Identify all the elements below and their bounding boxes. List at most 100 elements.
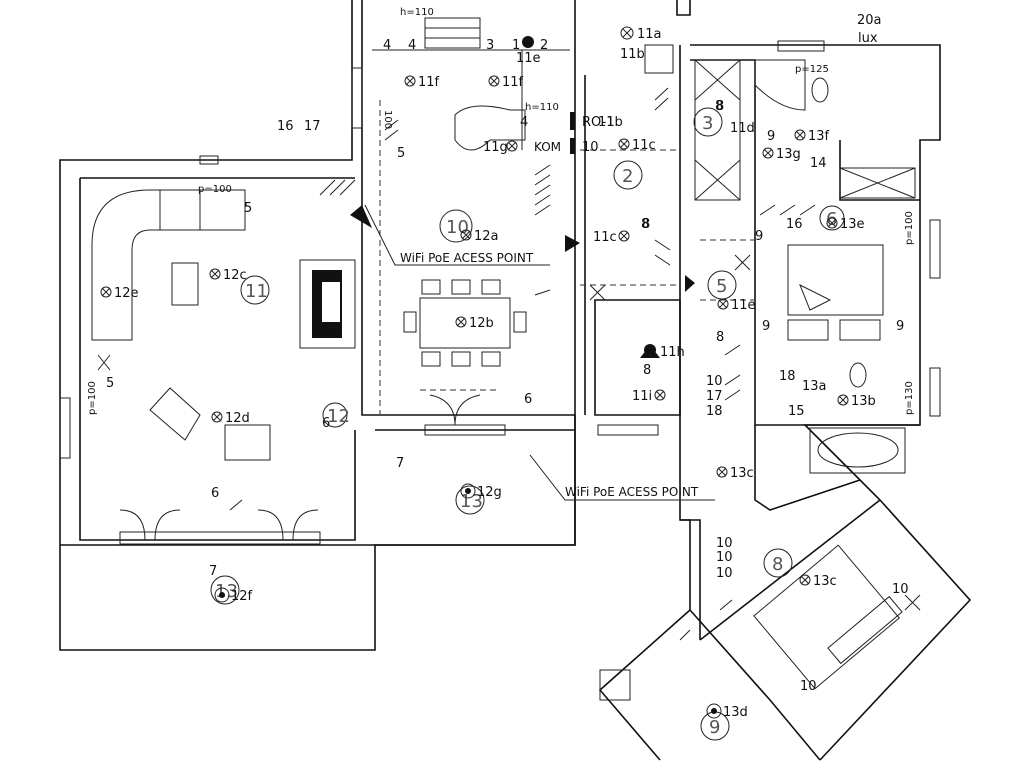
device-number: 5 bbox=[106, 376, 114, 391]
device-number: 10 bbox=[800, 679, 817, 694]
device-number: 5 bbox=[244, 201, 252, 216]
point-label: 13c bbox=[813, 574, 837, 589]
point-label: 11h bbox=[660, 345, 685, 360]
device-number: 16 bbox=[786, 217, 803, 232]
point-label: 11d bbox=[730, 121, 755, 136]
walls bbox=[59, 0, 972, 761]
device-number: 9 bbox=[755, 229, 763, 244]
height-note: p=100 bbox=[198, 184, 232, 195]
annotations: h=110 h=110 lux RO-1 KOM WiFi PoE ACESS … bbox=[87, 7, 915, 499]
point-label: 11f bbox=[418, 75, 440, 90]
room-number: 3 bbox=[702, 113, 713, 134]
device-number: 10 bbox=[582, 140, 599, 155]
device-number: 7 bbox=[396, 456, 404, 471]
point-label: 11e bbox=[731, 298, 756, 313]
wifi-access-point-label: WiFi PoE ACESS POINT bbox=[565, 485, 699, 499]
room-number: 11 bbox=[245, 281, 268, 302]
room-number: 6 bbox=[826, 209, 837, 230]
point-label: 13c bbox=[730, 466, 754, 481]
device-number: 8 bbox=[716, 330, 724, 345]
point-label: 11c bbox=[632, 138, 656, 153]
point-label: 13f bbox=[808, 129, 830, 144]
point-label: 13e bbox=[840, 217, 865, 232]
device-number: 9 bbox=[896, 319, 904, 334]
point-label: 12d bbox=[225, 411, 250, 426]
light-point: 11g bbox=[483, 140, 518, 155]
point-label: 13g bbox=[776, 147, 801, 162]
light-point: 13d bbox=[706, 703, 748, 720]
device-number: 15 bbox=[788, 404, 805, 419]
device-number: 2 bbox=[540, 38, 548, 53]
device-number: 8 bbox=[643, 363, 651, 378]
point-label: 11a bbox=[637, 27, 662, 42]
point-label: 12a bbox=[474, 229, 499, 244]
light-point: 11f bbox=[404, 75, 440, 90]
light-point: 13f bbox=[794, 129, 830, 144]
light-point: 12d bbox=[211, 411, 250, 426]
device-number: 9 bbox=[762, 319, 770, 334]
light-point: 11c bbox=[618, 138, 656, 153]
light-point: 11f bbox=[488, 75, 524, 90]
light-point: 13e bbox=[826, 217, 865, 232]
point-label: 11c bbox=[593, 230, 617, 245]
device-number: 18 bbox=[779, 369, 796, 384]
point-label: 13a bbox=[802, 379, 827, 394]
light-point: 13g bbox=[762, 147, 801, 162]
switch-symbols bbox=[97, 36, 921, 641]
device-number: 8 bbox=[642, 217, 650, 232]
point-label: 11b bbox=[598, 115, 623, 130]
room-number: 2 bbox=[622, 166, 633, 187]
point-label: 11e bbox=[516, 51, 541, 66]
light-point: 12e bbox=[100, 286, 139, 301]
device-number: 14 bbox=[810, 156, 827, 171]
point-label: 13b bbox=[851, 394, 876, 409]
point-label: 11f bbox=[502, 75, 524, 90]
height-note: h=110 bbox=[525, 102, 559, 113]
height-note: h=110 bbox=[400, 7, 434, 18]
device-number: 8 bbox=[715, 99, 723, 114]
light-points: 11a 11b 11b 11c 11c 11d 11e 11e 11f 11f … bbox=[100, 26, 876, 720]
ro-label: RO-1 bbox=[582, 115, 615, 130]
device-number: 17 bbox=[706, 389, 723, 404]
device-number: 10 bbox=[892, 582, 909, 597]
light-point: 11i bbox=[632, 389, 666, 404]
point-label: 11g bbox=[483, 140, 508, 155]
device-number: 5 bbox=[397, 146, 405, 161]
device-number: 18 bbox=[706, 404, 723, 419]
room-number: 9 bbox=[709, 717, 720, 738]
light-point: 12b bbox=[455, 316, 494, 331]
kom-label: KOM bbox=[534, 140, 561, 154]
device-number: 8 bbox=[641, 217, 649, 232]
height-note: p=100 bbox=[904, 211, 915, 245]
point-label: 12c bbox=[223, 268, 247, 283]
light-point: 13c bbox=[716, 466, 754, 481]
point-label: 13d bbox=[723, 705, 748, 720]
furniture bbox=[91, 17, 916, 690]
point-label: 11b bbox=[620, 47, 645, 62]
device-number: 6 bbox=[322, 416, 330, 431]
wifi-access-point-label: WiFi PoE ACESS POINT bbox=[400, 251, 534, 265]
device-number: 8 bbox=[716, 99, 724, 114]
light-point: 13c bbox=[799, 574, 837, 589]
device-number: 10 bbox=[706, 374, 723, 389]
light-point: 13b bbox=[837, 394, 876, 409]
dashed-guides bbox=[379, 100, 755, 415]
device-number: 3 bbox=[486, 38, 494, 53]
lux-label: lux bbox=[858, 31, 878, 46]
light-point: 11c bbox=[593, 230, 630, 245]
room-number: 12 bbox=[327, 406, 350, 427]
device-number: 4 bbox=[520, 115, 528, 130]
device-number: 9 bbox=[767, 129, 775, 144]
device-number: 17 bbox=[304, 119, 321, 134]
point-label: 12e bbox=[114, 286, 139, 301]
device-number: 1 bbox=[512, 38, 520, 53]
room-numbers: 2 3 5 6 8 9 10 11 12 13 13 bbox=[210, 107, 845, 741]
device-number: 10 bbox=[716, 550, 733, 565]
height-note: p=130 bbox=[904, 381, 915, 415]
point-label: 11i bbox=[632, 389, 652, 404]
room-number: 5 bbox=[716, 276, 727, 297]
device-number: 6 bbox=[211, 486, 219, 501]
point-label: 12f bbox=[231, 589, 253, 604]
light-point: 12f bbox=[214, 587, 253, 604]
